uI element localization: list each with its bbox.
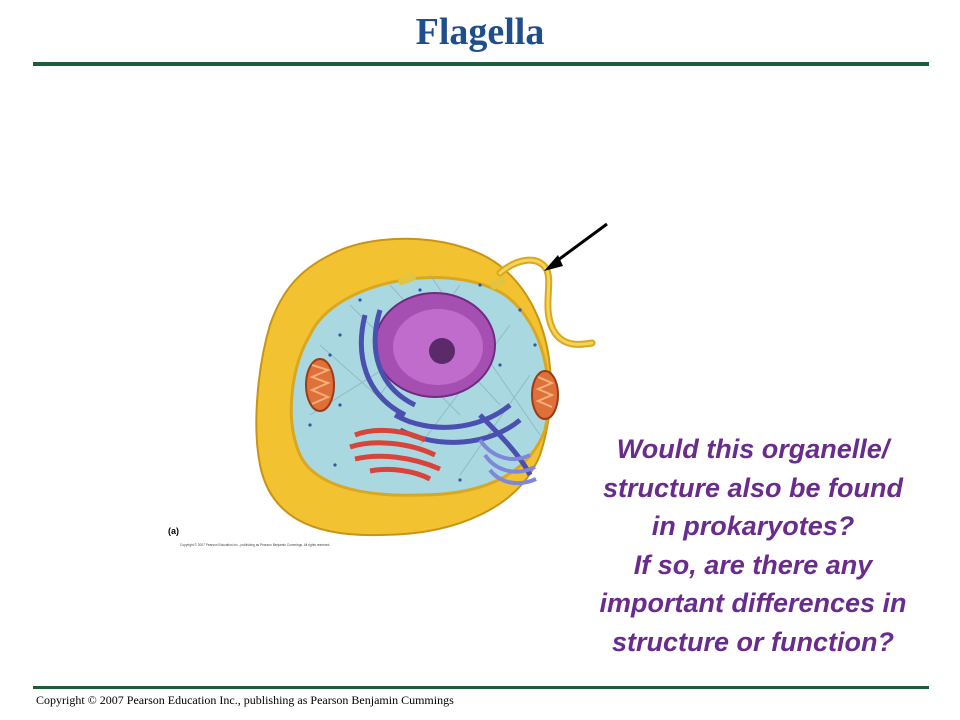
slide-title: Flagella — [415, 11, 545, 53]
mitochondrion-right — [531, 370, 559, 420]
footer-divider — [33, 686, 929, 689]
centrioles — [398, 273, 506, 290]
question-line: Would this organelle/ — [616, 434, 890, 464]
cell-illustration: (a) Copyright © 2007 Pearson Education I… — [160, 215, 620, 555]
question-line: structure or function? — [612, 626, 894, 657]
question-line: If so, are there any — [633, 549, 873, 580]
flagellum-highlight — [498, 258, 594, 346]
figure-fine-print: Copyright © 2007 Pearson Education Inc.,… — [180, 543, 330, 547]
figure-panel-label: (a) — [168, 526, 179, 536]
question-line: structure also be found — [602, 472, 904, 503]
ribosomes — [308, 283, 537, 482]
golgi-stack — [349, 428, 441, 482]
pointer-arrow — [544, 222, 608, 271]
question-line: important differences in — [599, 588, 907, 618]
copyright-notice: Copyright © 2007 Pearson Education Inc.,… — [36, 693, 454, 707]
title-divider — [33, 62, 929, 66]
question-line: in prokaryotes? — [651, 511, 855, 541]
nucleolus — [429, 338, 455, 364]
animal-cell-diagram: (a) Copyright © 2007 Pearson Education I… — [168, 222, 608, 547]
golgi-apparatus — [478, 438, 537, 486]
mitochondrion-left — [305, 358, 335, 412]
discussion-question: Would this organelle/ structure also be … — [560, 430, 946, 661]
